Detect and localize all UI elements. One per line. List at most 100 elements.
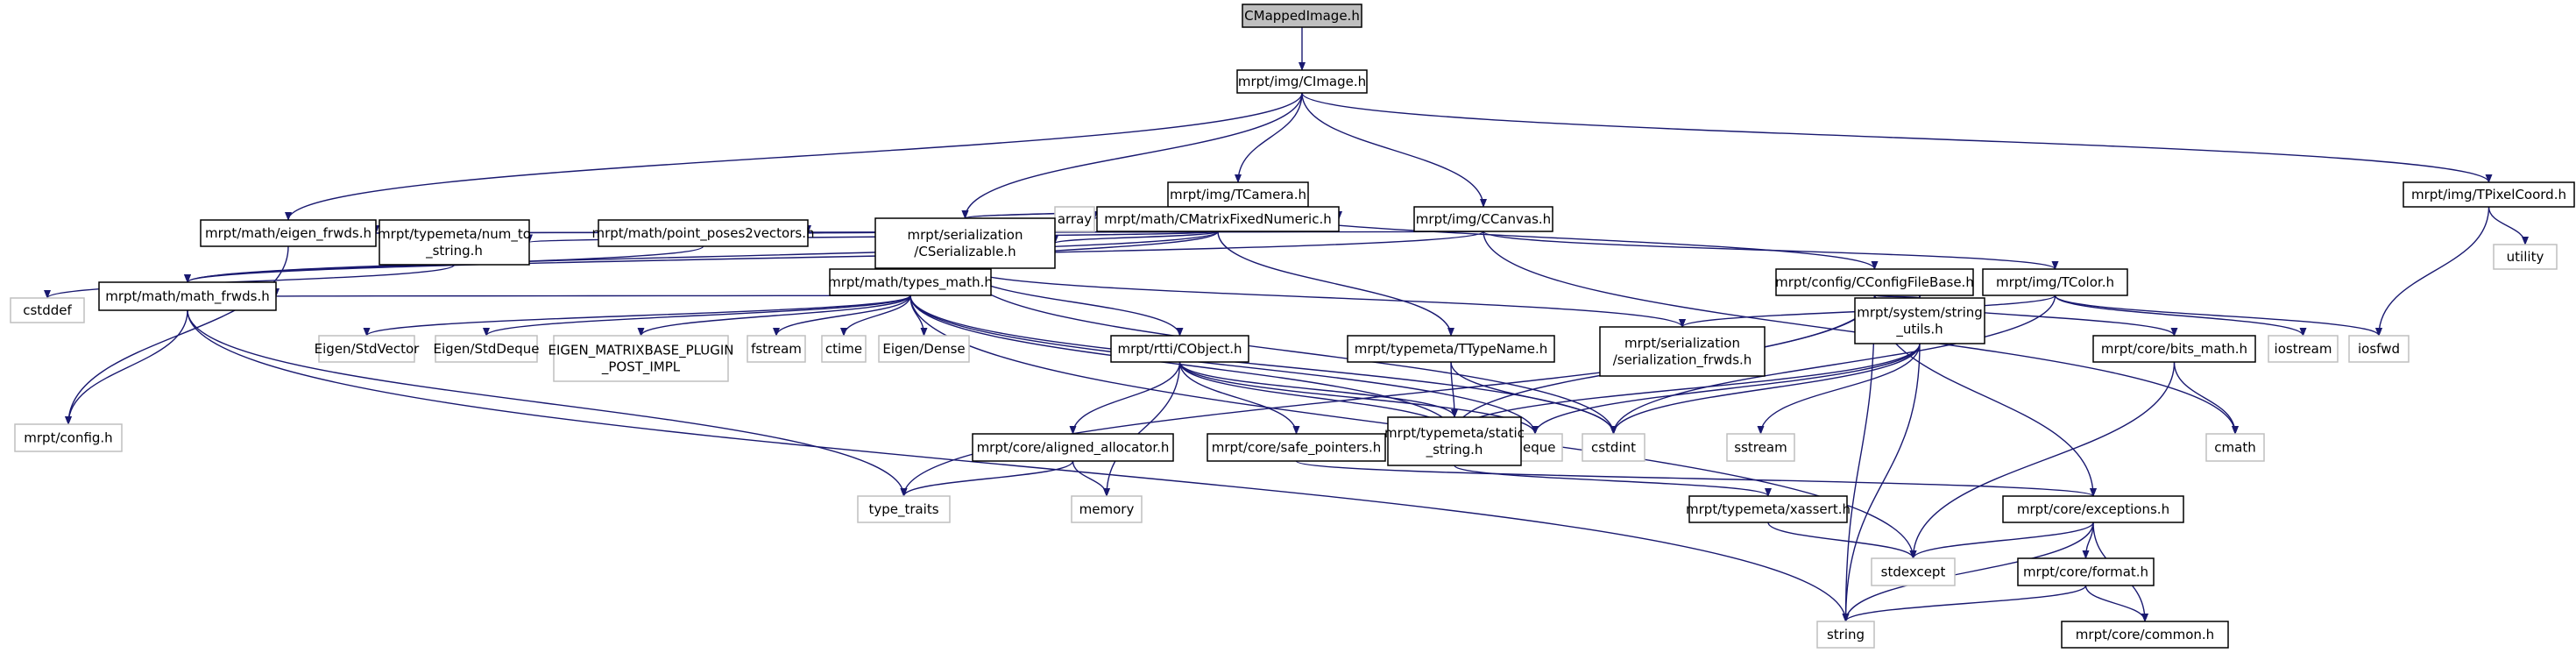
- node-box: [1236, 69, 1368, 94]
- node-cserial[interactable]: mrpt/serialization/CSerializable.h: [874, 217, 1056, 269]
- node-box: [1096, 206, 1340, 232]
- node-cobject[interactable]: mrpt/rtti/CObject.h: [1110, 335, 1249, 363]
- edge-cimage-to-tpixel: [1301, 92, 2493, 183]
- node-serfrwds[interactable]: mrpt/serialization/serialization_frwds.h: [1599, 326, 1766, 377]
- node-num[interactable]: mrpt/typemeta/num_to_string.h: [378, 219, 531, 266]
- node-strutils[interactable]: mrpt/system/string_utils.h: [1854, 297, 1985, 344]
- nodes: CMappedImage.h mrpt/img/CImage.h mrpt/img/…: [10, 4, 2575, 649]
- node-utility: utility: [2493, 244, 2558, 270]
- node-mathfrwds[interactable]: mrpt/math/math_frwds.h: [98, 281, 277, 311]
- node-types[interactable]: mrpt/math/types_math.h: [828, 268, 993, 296]
- node-label: /CSerializable.h: [914, 244, 1016, 259]
- edge-xassert-to-stdexcept: [1767, 522, 1917, 559]
- node-label: ctime: [825, 341, 862, 357]
- node-cstddef: cstddef: [10, 297, 85, 323]
- node-label: mrpt/config.h: [24, 430, 112, 446]
- node-box: [435, 335, 538, 363]
- node-label: cstdint: [1591, 440, 1636, 456]
- node-exceptions[interactable]: mrpt/core/exceptions.h: [2002, 495, 2184, 523]
- node-box: [747, 335, 806, 363]
- edge-static-to-xassert: [1454, 465, 1772, 497]
- node-cimage[interactable]: mrpt/img/CImage.h: [1236, 69, 1368, 94]
- edge-tcolor-to-iosfwd: [2054, 295, 2382, 337]
- node-label: stdexcept: [1881, 564, 1946, 580]
- node-tcolor[interactable]: mrpt/img/TColor.h: [1982, 268, 2128, 296]
- edge-ccanvas-to-tcolor: [1483, 231, 2059, 270]
- node-label: cmath: [2214, 440, 2255, 456]
- node-box: [2092, 335, 2256, 363]
- node-label: _string.h: [425, 243, 483, 259]
- node-box: [1071, 495, 1143, 523]
- edge-bits-to-cmath: [2173, 361, 2239, 435]
- edge-cmatrix-to-ttypename: [1217, 231, 1454, 337]
- node-static[interactable]: mrpt/typemeta/static_string.h: [1384, 416, 1525, 466]
- edge-types-to-mathfrwds: [275, 288, 911, 297]
- node-tpixel[interactable]: mrpt/img/TPixelCoord.h: [2403, 181, 2575, 208]
- edge-cobject-to-memory: [1103, 361, 1181, 497]
- node-safe[interactable]: mrpt/core/safe_pointers.h: [1207, 433, 1386, 462]
- edge-types-to-eigenplugin: [637, 295, 911, 337]
- edge-types-to-stddeque: [483, 295, 911, 337]
- node-box: [2061, 621, 2229, 649]
- edge-safe-to-exceptions: [1295, 460, 2097, 497]
- node-ccanvas[interactable]: mrpt/img/CCanvas.h: [1413, 206, 1553, 232]
- node-box: [2017, 557, 2155, 586]
- node-label: mrpt/typemeta/static: [1384, 425, 1525, 441]
- node-tcamera[interactable]: mrpt/img/TCamera.h: [1167, 181, 1309, 208]
- edge-exceptions-to-string: [1842, 522, 2094, 622]
- node-box: [598, 219, 809, 247]
- node-box: [1242, 4, 1362, 28]
- node-cconfig[interactable]: mrpt/config/CConfigFileBase.h: [1775, 268, 1974, 296]
- node-label: mrpt/core/exceptions.h: [2017, 501, 2169, 517]
- node-label: mrpt/core/aligned_allocator.h: [977, 440, 1170, 457]
- node-cmatrix[interactable]: mrpt/math/CMatrixFixedNumeric.h: [1096, 206, 1340, 232]
- node-sstream: sstream: [1726, 433, 1795, 462]
- edge-ccanvas-to-mathfrwds: [184, 231, 1484, 283]
- node-box: [1582, 433, 1645, 462]
- node-format[interactable]: mrpt/core/format.h: [2017, 557, 2155, 586]
- node-string: string: [1816, 621, 1875, 649]
- node-box: [972, 433, 1174, 462]
- edge-cimage-to-eigen: [285, 92, 1303, 221]
- node-xassert[interactable]: mrpt/typemeta/xassert.h: [1686, 495, 1851, 523]
- node-label: mrpt/core/common.h: [2076, 627, 2214, 642]
- node-box: [821, 335, 867, 363]
- edge-cmatrix-to-num: [527, 231, 1219, 244]
- node-box: [379, 219, 530, 266]
- node-iostream: iostream: [2268, 335, 2339, 363]
- edge-bits-to-stdexcept: [1909, 361, 2176, 559]
- node-typetraits: type_traits: [857, 495, 951, 523]
- node-box: [2002, 495, 2184, 523]
- edge-strutils-to-deque: [1532, 343, 1921, 435]
- node-box: [318, 335, 415, 363]
- node-box: [1726, 433, 1795, 462]
- edge-cmatrix-to-cserial: [1051, 231, 1219, 245]
- node-iosfwd: iosfwd: [2348, 335, 2410, 363]
- node-box: [1413, 206, 1553, 232]
- node-point[interactable]: mrpt/math/point_poses2vectors.h: [591, 219, 815, 247]
- node-label: _POST_IMPL: [601, 359, 681, 376]
- edge-types-to-stdvector: [363, 295, 911, 337]
- node-box: [1854, 297, 1985, 344]
- edge-cimage-to-ccanvas: [1301, 92, 1487, 208]
- edge-types-to-cstdint: [909, 295, 1617, 435]
- node-label: sstream: [1734, 440, 1787, 456]
- node-box: [874, 217, 1056, 269]
- node-label: mrpt/typemeta/num_to: [378, 226, 531, 243]
- node-label: utility: [2507, 249, 2544, 265]
- node-label: mrpt/typemeta/TTypeName.h: [1355, 341, 1548, 357]
- node-eigen[interactable]: mrpt/math/eigen_frwds.h: [200, 219, 377, 247]
- node-aligned[interactable]: mrpt/core/aligned_allocator.h: [972, 433, 1174, 462]
- node-bits[interactable]: mrpt/core/bits_math.h: [2092, 335, 2256, 363]
- edge-exceptions-to-stdexcept: [1909, 522, 2094, 559]
- node-box: [878, 335, 970, 363]
- node-cstdint: cstdint: [1582, 433, 1645, 462]
- edge-aligned-to-memory: [1072, 460, 1110, 497]
- node-root[interactable]: CMappedImage.h: [1242, 4, 1362, 28]
- node-ttypename[interactable]: mrpt/typemeta/TTypeName.h: [1347, 335, 1555, 363]
- edges: [44, 27, 2529, 622]
- edge-tcolor-to-cstdint: [1610, 295, 2056, 435]
- node-label: mrpt/config/CConfigFileBase.h: [1775, 274, 1974, 290]
- node-common[interactable]: mrpt/core/common.h: [2061, 621, 2229, 649]
